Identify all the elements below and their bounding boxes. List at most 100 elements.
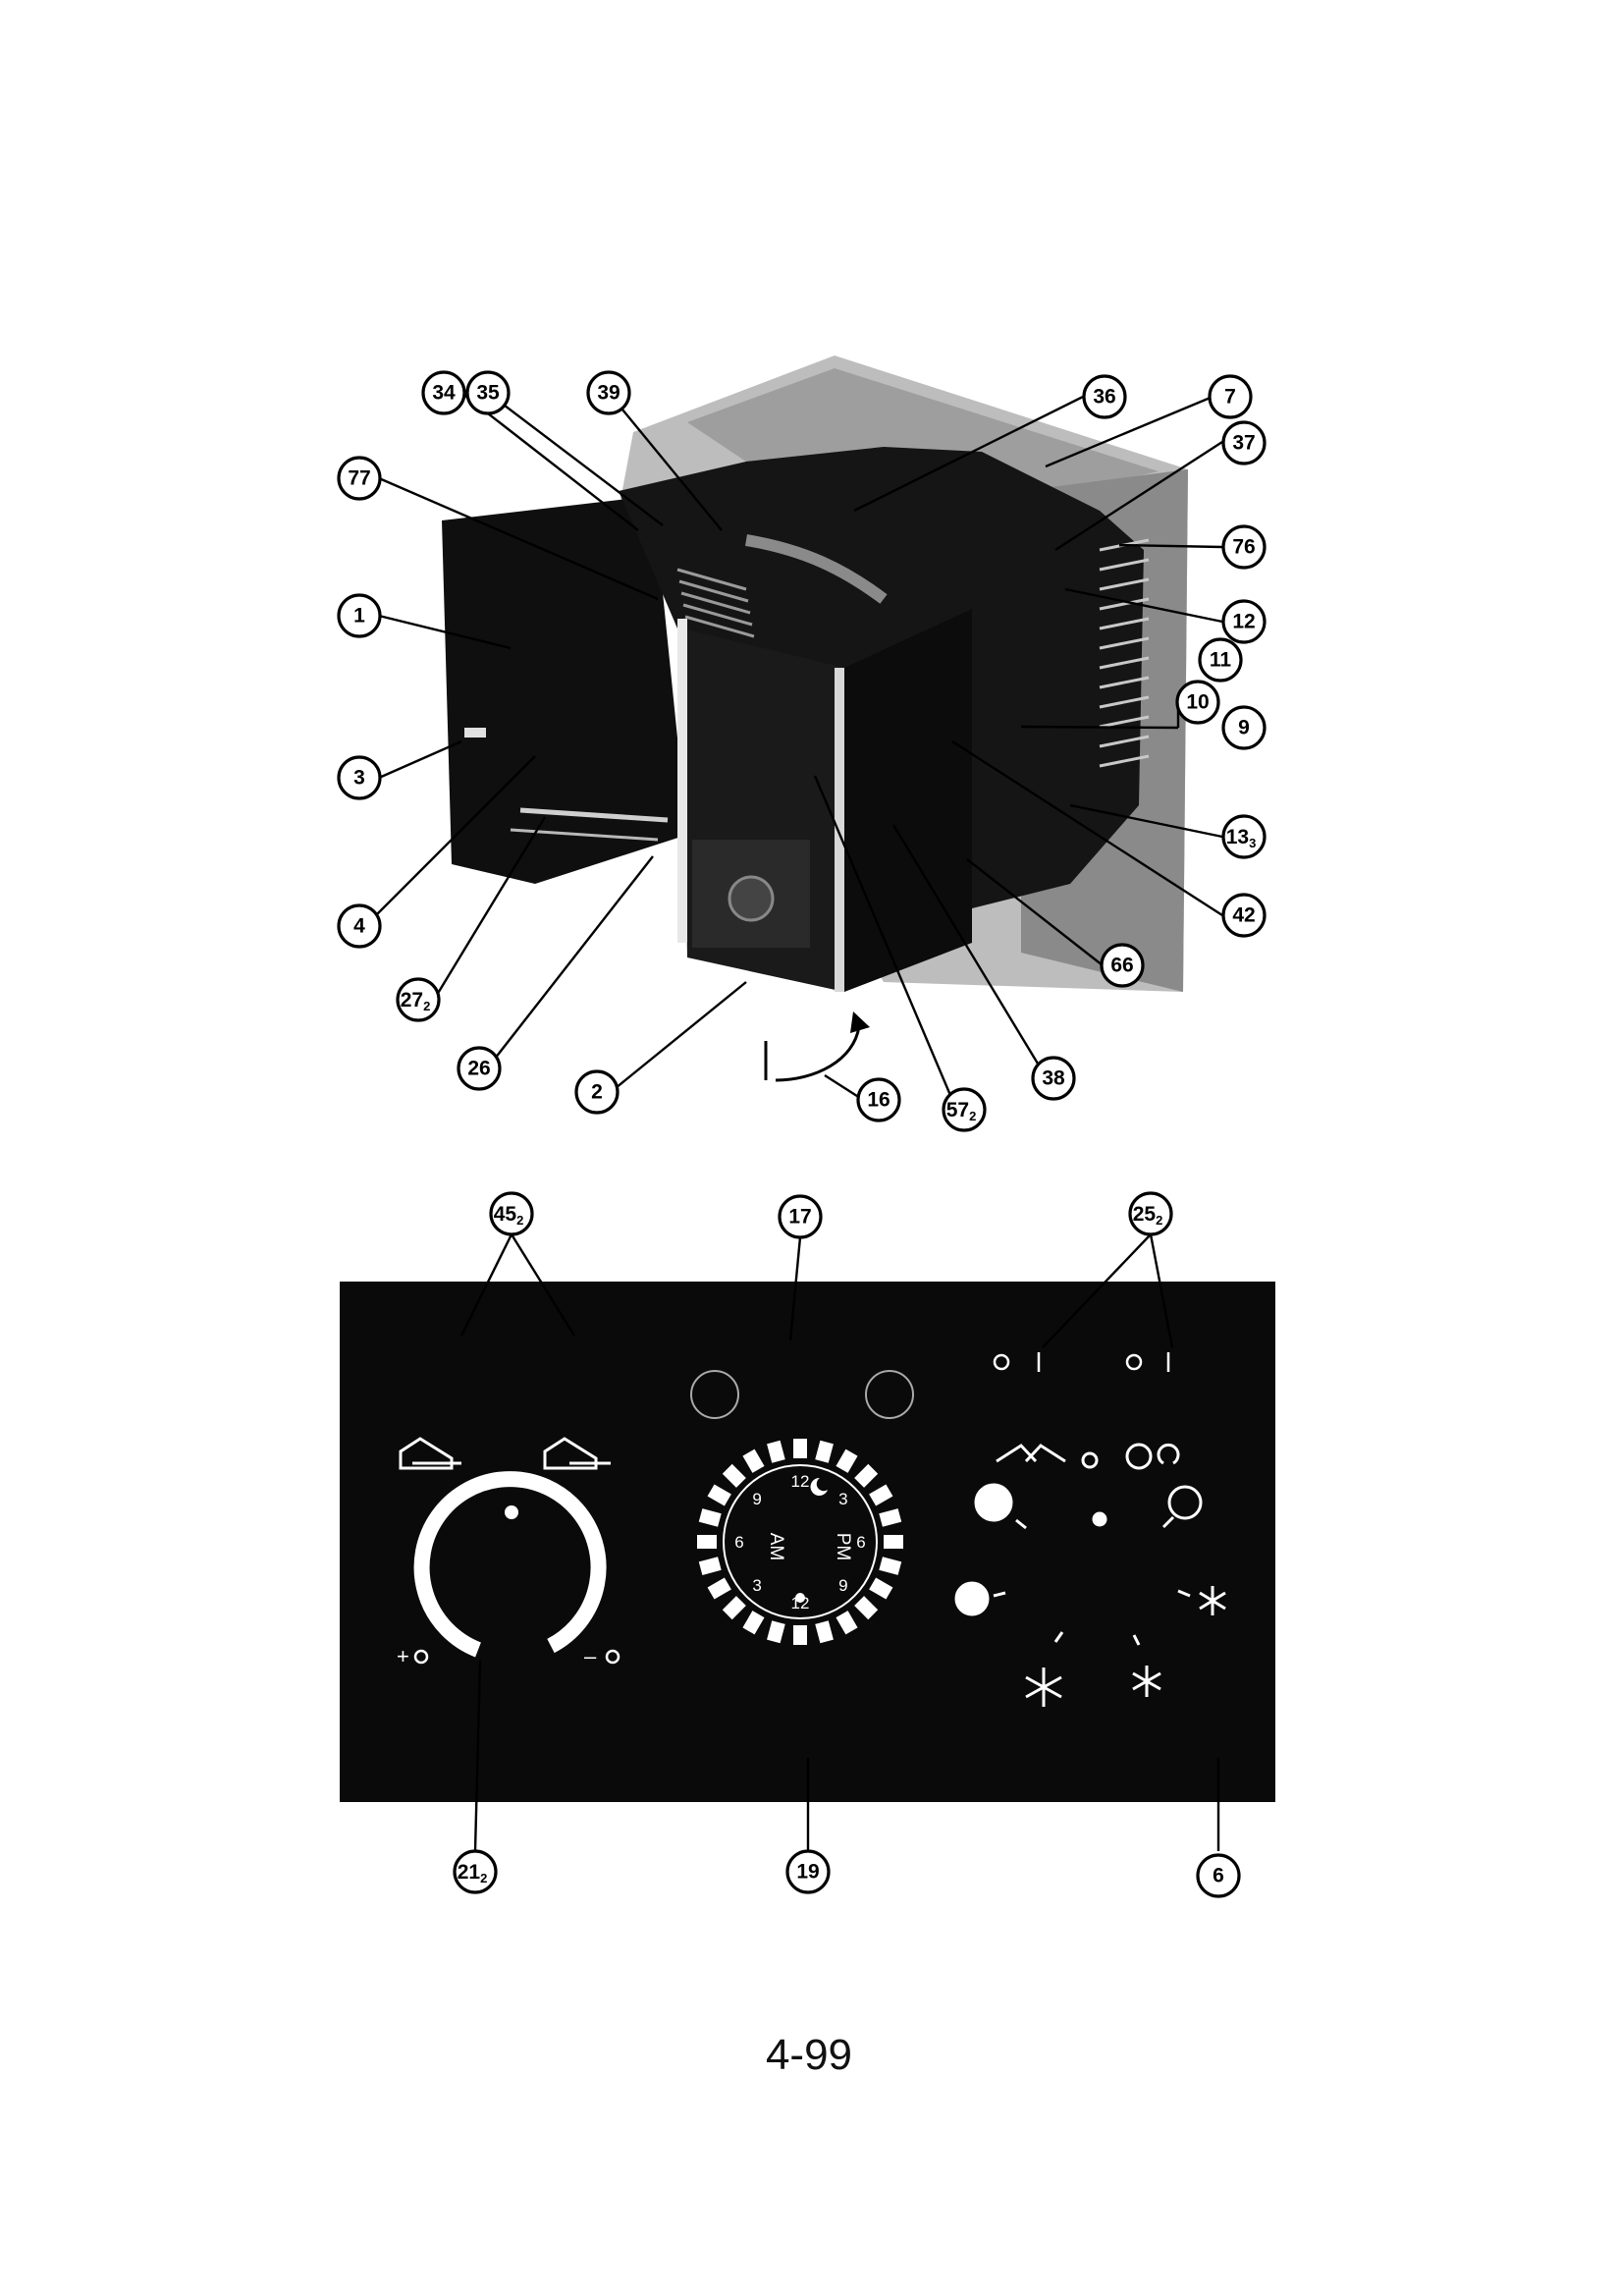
callout-25-2: 252 bbox=[1128, 1191, 1173, 1236]
callout-10: 10 bbox=[1175, 680, 1220, 725]
timer-am-label: AM bbox=[766, 1533, 786, 1561]
blower-wheel bbox=[676, 568, 755, 638]
timer-tick bbox=[707, 1484, 731, 1506]
timer-buttons bbox=[690, 1370, 914, 1419]
timer-tick bbox=[793, 1625, 807, 1645]
callout-39: 39 bbox=[586, 370, 631, 415]
callout-label: 76 bbox=[1232, 536, 1255, 559]
timer-hour-number: 6 bbox=[734, 1533, 743, 1552]
callout-4: 4 bbox=[337, 903, 382, 949]
callout-3: 3 bbox=[337, 755, 382, 800]
callout-34: 34 bbox=[421, 370, 466, 415]
callout-12: 12 bbox=[1221, 599, 1267, 644]
svg-text:452: 452 bbox=[494, 1203, 524, 1228]
callout-label: 35 bbox=[476, 382, 500, 405]
callout-label: 17 bbox=[788, 1206, 811, 1229]
callout-subscript: 2 bbox=[423, 999, 430, 1013]
callout-label: 27 bbox=[401, 989, 423, 1011]
temperature-dial-indicator-dot bbox=[505, 1505, 518, 1519]
callout-27-2: 272 bbox=[396, 977, 441, 1022]
timer-tick bbox=[879, 1508, 902, 1527]
callout-label: 12 bbox=[1232, 611, 1255, 633]
mode-selector-center-dot bbox=[1092, 1511, 1107, 1527]
moon-icon bbox=[810, 1477, 828, 1496]
cool-high-icon bbox=[1025, 1667, 1062, 1707]
timer-tick bbox=[879, 1557, 902, 1575]
timer-tick bbox=[869, 1484, 893, 1506]
dial-minus-mark: – bbox=[584, 1644, 597, 1668]
cool-max-icon bbox=[1199, 1586, 1226, 1615]
timer-pm-label: PM bbox=[833, 1533, 853, 1561]
dial-marks: + – bbox=[397, 1644, 620, 1668]
timer-tick bbox=[854, 1463, 879, 1488]
unit-leader-lines bbox=[374, 392, 1223, 1101]
svg-text:252: 252 bbox=[1133, 1203, 1163, 1228]
callout-19: 19 bbox=[785, 1849, 831, 1894]
callout-label: 42 bbox=[1232, 904, 1255, 927]
callout-subscript: 2 bbox=[969, 1109, 976, 1123]
callout-45-2: 452 bbox=[489, 1191, 534, 1236]
control-knob bbox=[728, 875, 775, 922]
svg-text:272: 272 bbox=[401, 989, 431, 1013]
callout-label: 36 bbox=[1093, 386, 1115, 409]
callout-label: 2 bbox=[591, 1081, 603, 1104]
timer-tick bbox=[722, 1463, 746, 1488]
callout-66: 66 bbox=[1100, 943, 1145, 988]
callout-label: 3 bbox=[353, 767, 365, 790]
callout-label: 38 bbox=[1042, 1067, 1065, 1090]
callout-77: 77 bbox=[337, 456, 382, 501]
callout-16: 16 bbox=[856, 1077, 901, 1122]
callout-2: 2 bbox=[574, 1069, 620, 1115]
callout-label: 34 bbox=[432, 382, 456, 405]
vent-lever-left-icon bbox=[399, 1437, 454, 1470]
callout-76: 76 bbox=[1221, 524, 1267, 570]
exhaust-arrows-icon bbox=[996, 1444, 1066, 1463]
temperature-dial-arc bbox=[413, 1471, 607, 1658]
callout-label: 66 bbox=[1110, 955, 1133, 977]
cool-low-icon bbox=[1132, 1666, 1161, 1697]
callout-subscript: 3 bbox=[1249, 836, 1256, 850]
timer-hour-number: 6 bbox=[856, 1533, 865, 1552]
callout-label: 37 bbox=[1232, 432, 1255, 455]
callout-21-2: 212 bbox=[453, 1849, 498, 1894]
manual-button bbox=[690, 1370, 739, 1419]
callout-42: 42 bbox=[1221, 893, 1267, 938]
timer-tick bbox=[869, 1577, 893, 1600]
callout-9: 9 bbox=[1221, 705, 1267, 750]
callout-label: 10 bbox=[1186, 691, 1209, 714]
callout-label: 11 bbox=[1210, 649, 1232, 672]
vent-lever-right-icon bbox=[543, 1437, 598, 1470]
unit-callouts: 34 35 39 36 7 37 77 76 1 12 11 10 9 3 13… bbox=[337, 370, 1267, 1132]
timer-tick bbox=[707, 1577, 731, 1600]
trim-strip bbox=[677, 619, 687, 943]
timer-tick bbox=[742, 1449, 765, 1473]
timer-tick bbox=[697, 1535, 717, 1549]
callout-1: 1 bbox=[337, 593, 382, 638]
timer-tick bbox=[698, 1508, 722, 1527]
callout-label: 16 bbox=[867, 1089, 890, 1112]
callout-subscript: 2 bbox=[516, 1213, 523, 1228]
timer-tick bbox=[742, 1611, 765, 1635]
timer-tick bbox=[884, 1535, 903, 1549]
timer-tick-ring bbox=[697, 1439, 903, 1645]
drain-rotation-arrow bbox=[775, 1025, 861, 1082]
timer-hour-number: 9 bbox=[752, 1490, 761, 1508]
timer-tick bbox=[836, 1449, 858, 1473]
mode-selector bbox=[954, 1443, 1226, 1707]
timer-hour-number: 12 bbox=[791, 1472, 810, 1491]
timer-tick bbox=[815, 1440, 834, 1463]
callout-label: 39 bbox=[597, 382, 620, 405]
timer-tick bbox=[767, 1620, 785, 1644]
slide-control-rail bbox=[519, 807, 669, 823]
callout-7: 7 bbox=[1208, 374, 1253, 419]
condenser-coil bbox=[1099, 538, 1150, 768]
callout-35: 35 bbox=[465, 370, 511, 415]
fan-mode-icon bbox=[1167, 1485, 1203, 1520]
svg-text:572: 572 bbox=[946, 1099, 977, 1123]
callout-label: 19 bbox=[796, 1861, 819, 1884]
callout-label: 13 bbox=[1226, 826, 1249, 848]
housing-top-shading bbox=[687, 368, 1159, 511]
callout-label: 7 bbox=[1224, 386, 1236, 409]
